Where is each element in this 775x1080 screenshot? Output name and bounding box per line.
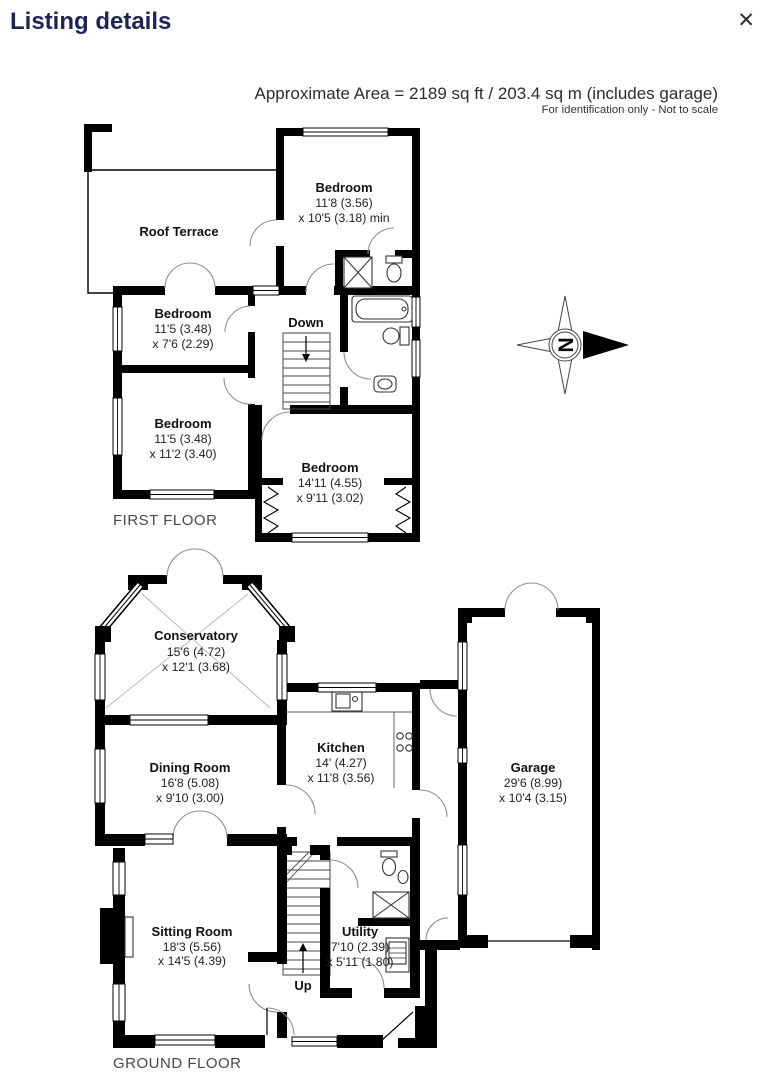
stairs-up-label: Up xyxy=(294,978,311,993)
svg-text:x 11'2 (3.40): x 11'2 (3.40) xyxy=(149,447,216,461)
page-title: Listing details xyxy=(10,8,172,35)
room-label-bedroom-top: Bedroom xyxy=(315,180,372,195)
room-label-bedroom-left-upper: Bedroom xyxy=(154,306,211,321)
compass-icon: N xyxy=(516,295,629,395)
approximate-area-text: Approximate Area = 2189 sq ft / 203.4 sq… xyxy=(254,84,718,103)
svg-text:11'5 (3.48): 11'5 (3.48) xyxy=(154,322,212,336)
svg-text:29'6 (8.99): 29'6 (8.99) xyxy=(504,776,562,790)
svg-text:x 9'10 (3.00): x 9'10 (3.00) xyxy=(156,791,224,805)
svg-text:x 9'11 (3.02): x 9'11 (3.02) xyxy=(296,491,363,505)
svg-text:11'8 (3.56): 11'8 (3.56) xyxy=(315,196,373,210)
close-icon[interactable]: ✕ xyxy=(737,9,755,32)
room-label-bedroom-bottom: Bedroom xyxy=(301,460,358,475)
compass-north-letter: N xyxy=(554,337,577,352)
room-label-utility: Utility xyxy=(342,924,379,939)
svg-text:x 10'4 (3.15): x 10'4 (3.15) xyxy=(499,791,567,805)
svg-text:14' (4.27): 14' (4.27) xyxy=(315,756,367,770)
first-floor-labels: Roof Terrace Bedroom 11'8 (3.56) x 10'5 … xyxy=(113,180,390,529)
ground-floor-label: GROUND FLOOR xyxy=(113,1055,242,1072)
svg-text:x 10'5 (3.18) min: x 10'5 (3.18) min xyxy=(298,211,389,225)
stairs-down-label: Down xyxy=(288,315,323,330)
room-label-sitting-room: Sitting Room xyxy=(152,924,233,939)
room-label-bedroom-left-lower: Bedroom xyxy=(154,416,211,431)
ground-floor-labels: Conservatory 15'6 (4.72) x 12'1 (3.68) D… xyxy=(113,628,567,1072)
ground-floor-walls xyxy=(94,548,600,1048)
svg-text:7'10 (2.39): 7'10 (2.39) xyxy=(331,940,389,954)
svg-text:14'11 (4.55): 14'11 (4.55) xyxy=(298,476,362,490)
room-label-dining-room: Dining Room xyxy=(150,760,231,775)
svg-text:15'6 (4.72): 15'6 (4.72) xyxy=(167,645,225,659)
svg-text:18'3 (5.56): 18'3 (5.56) xyxy=(163,940,221,954)
room-label-roof-terrace: Roof Terrace xyxy=(139,224,218,239)
svg-text:11'5 (3.48): 11'5 (3.48) xyxy=(154,432,212,446)
disclaimer-text: For identification only - Not to scale xyxy=(541,104,718,116)
room-label-garage: Garage xyxy=(511,760,556,775)
first-floor-walls xyxy=(84,124,421,543)
svg-text:x 5'11 (1.80): x 5'11 (1.80) xyxy=(326,955,393,969)
first-floor-label: FIRST FLOOR xyxy=(113,512,217,529)
svg-text:x 7'6 (2.29): x 7'6 (2.29) xyxy=(152,337,213,351)
svg-text:16'8 (5.08): 16'8 (5.08) xyxy=(161,776,219,790)
room-label-kitchen: Kitchen xyxy=(317,740,365,755)
room-label-conservatory: Conservatory xyxy=(154,628,239,643)
svg-text:x 12'1 (3.68): x 12'1 (3.68) xyxy=(162,660,230,674)
svg-text:x 14'5 (4.39): x 14'5 (4.39) xyxy=(158,954,226,968)
svg-text:x 11'8 (3.56): x 11'8 (3.56) xyxy=(307,771,374,785)
